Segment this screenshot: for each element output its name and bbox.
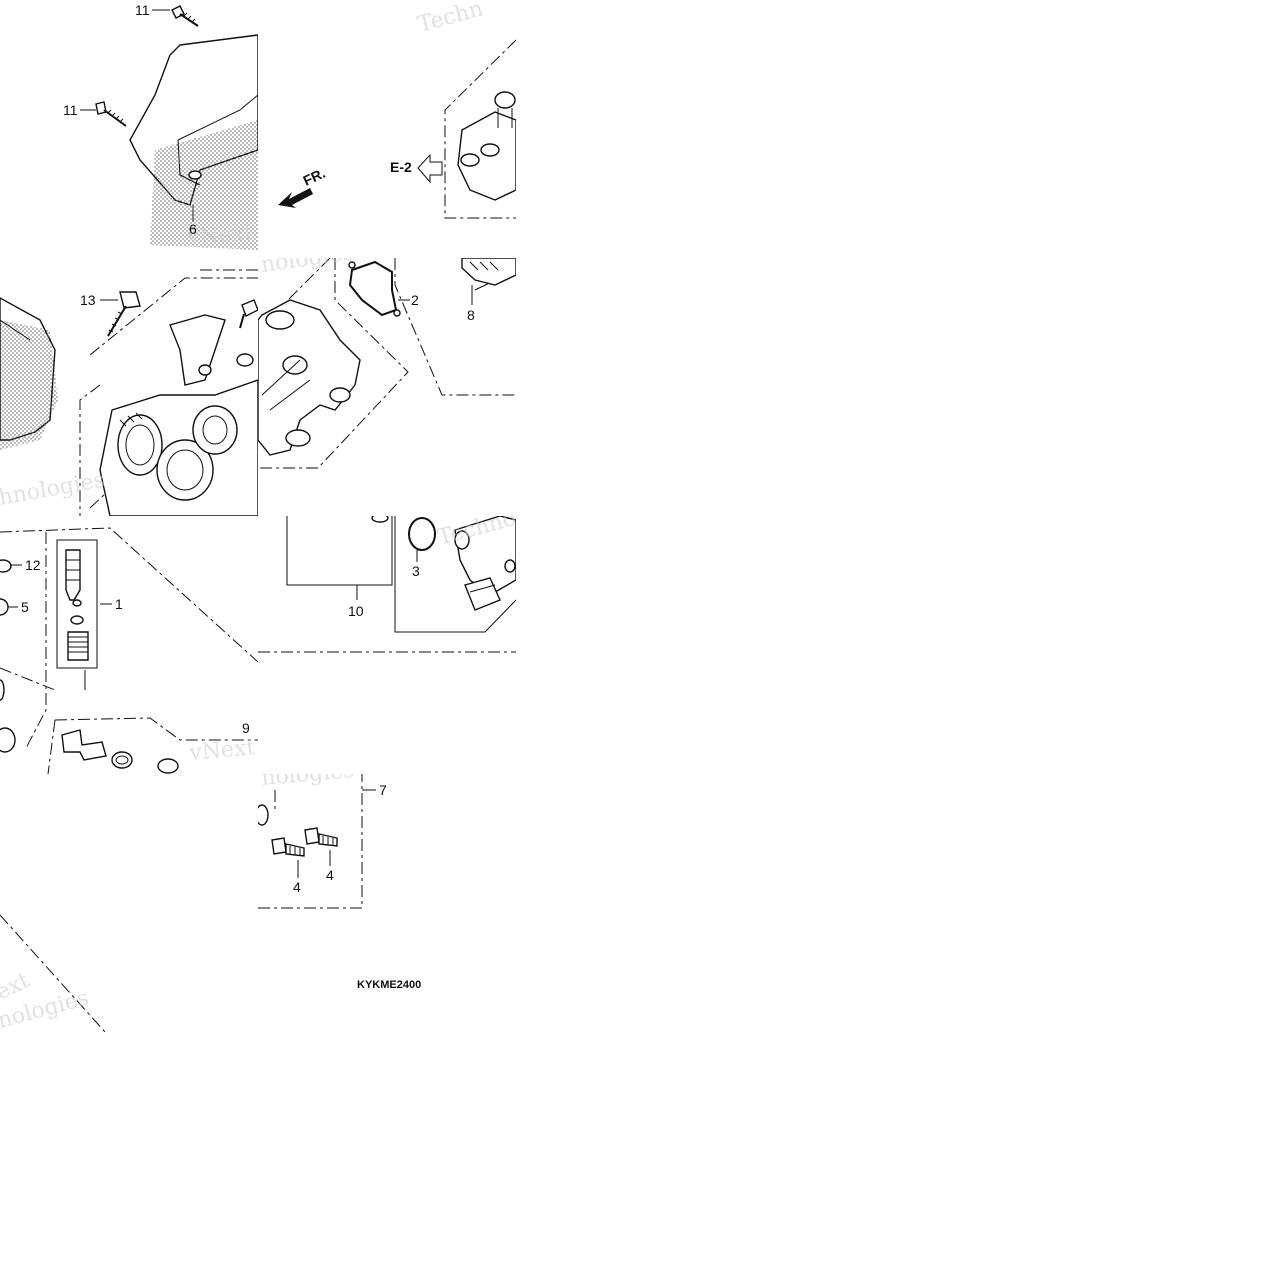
- callout-4b: 4: [326, 867, 334, 883]
- callout-11b: 11: [63, 102, 78, 118]
- callout-10: 10: [348, 603, 364, 619]
- bolt-icon: [107, 291, 141, 337]
- hollow-arrow-left-icon: [417, 153, 443, 184]
- callout-13: 13: [80, 292, 96, 308]
- tile-sensor: 3 10 Techno: [258, 516, 516, 653]
- watermark-text: Techn: [415, 0, 486, 38]
- tile-lower-left: ext nologies: [0, 914, 106, 1032]
- arrow-left-down-icon: [278, 188, 313, 208]
- callout-9: 9: [242, 720, 250, 736]
- tile-direction-reference: FR. E-2 Techn: [278, 0, 516, 219]
- watermark-text: hnologies: [0, 468, 107, 511]
- screw-icon: [304, 827, 338, 847]
- bolt-icon: [239, 299, 258, 329]
- bolt-icon: [95, 101, 127, 127]
- callout-3: 3: [412, 563, 420, 579]
- throttle-body-part: [99, 314, 258, 516]
- watermark-text: nologies: [260, 758, 355, 791]
- sensor-part: [454, 516, 516, 611]
- callout-11a: 11: [135, 2, 150, 18]
- gasket-part-2: [348, 260, 401, 317]
- callout-6: 6: [189, 221, 197, 237]
- diagram-code: KYKME2400: [357, 979, 421, 991]
- callout-7: 7: [379, 782, 387, 798]
- o-ring-part-3: [408, 517, 436, 551]
- callout-8: 8: [467, 307, 475, 323]
- tile-cover-bracket: 11 11 6 vNext Tec: [63, 2, 258, 251]
- screw-icon: [271, 837, 305, 857]
- spring-icon: [111, 751, 133, 769]
- tile-insulator: 2 8 nologies: [258, 240, 516, 469]
- watermark-text: vNext Tec: [187, 731, 301, 766]
- callout-4a: 4: [293, 879, 301, 895]
- tile-valve-parts: 12 5 1 9 vNext Tec: [0, 527, 301, 774]
- section-ref: E-2: [390, 159, 412, 175]
- valve-part-1: [65, 549, 89, 661]
- callout-2: 2: [411, 292, 419, 308]
- tile-throttle-body: 13 hnologies: [0, 269, 258, 516]
- tile-screws: 7 4 4 KYKME2400 nologies: [258, 758, 421, 991]
- callout-5: 5: [21, 599, 29, 615]
- bolt-icon: [171, 5, 199, 27]
- watermark-text: nologies: [259, 240, 355, 278]
- callout-12: 12: [25, 557, 41, 573]
- direction-label: FR.: [301, 165, 328, 189]
- insulator-part: [258, 299, 361, 456]
- callout-1: 1: [115, 596, 123, 612]
